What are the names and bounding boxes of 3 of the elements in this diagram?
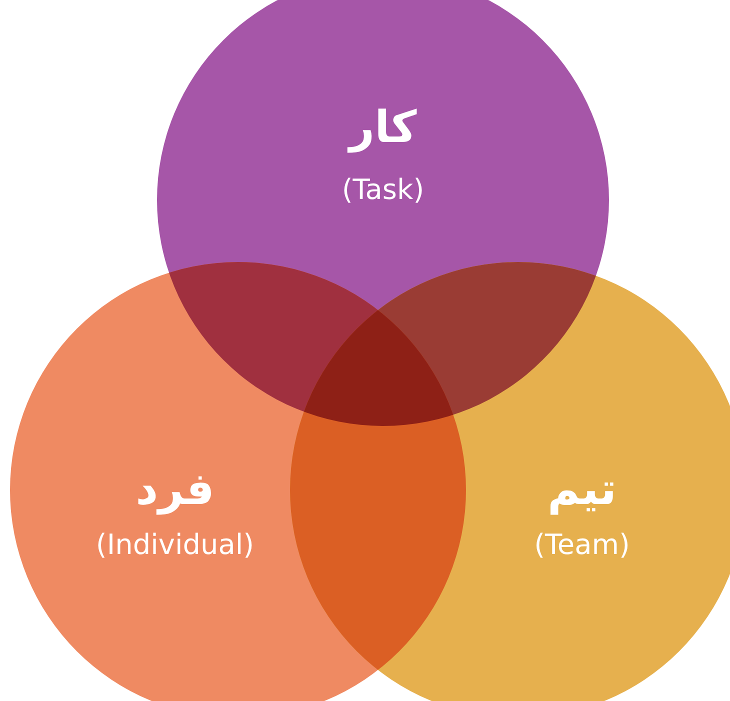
circle-subtitle: (Task) — [342, 176, 424, 204]
circle-subtitle: (Team) — [534, 531, 630, 559]
circle-subtitle: (Individual) — [96, 531, 254, 559]
